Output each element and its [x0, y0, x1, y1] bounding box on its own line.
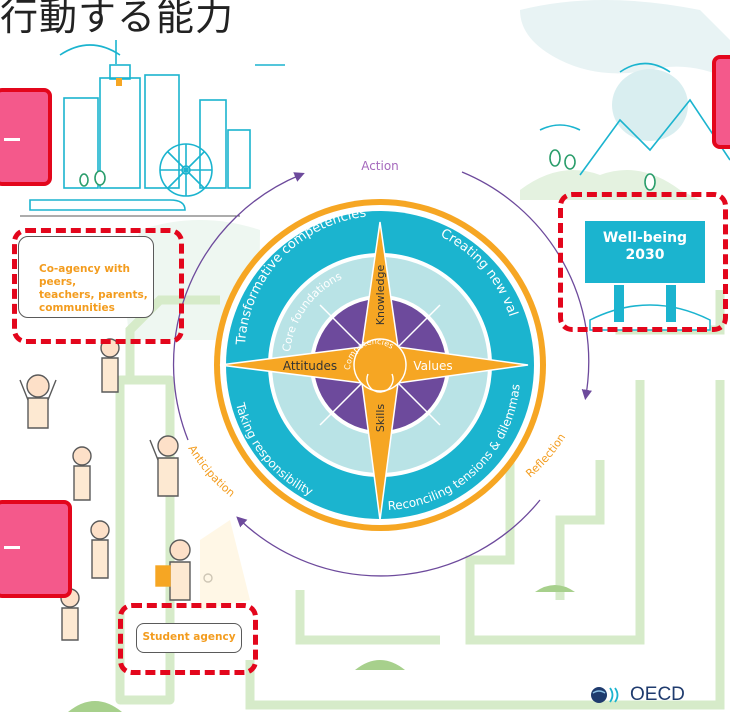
oecd-globe-icon [591, 687, 619, 703]
skills-label: Skills [374, 404, 387, 433]
co-agency-highlight-frame [12, 228, 184, 344]
anticipation-label: Anticipation [185, 443, 237, 500]
attitudes-label: Attitudes [283, 359, 337, 373]
action-label: Action [361, 159, 399, 173]
co-agency-line-1: Co-agency with peers, [39, 263, 130, 288]
reflection-label: Reflection [523, 431, 568, 480]
highlight-box-bottom-left [0, 500, 72, 598]
highlight-box-top-right [712, 55, 730, 149]
values-label: Values [413, 359, 452, 373]
tower-light [116, 78, 122, 86]
co-agency-line-3: communities [39, 302, 115, 314]
student-agency-highlight-frame [118, 603, 258, 675]
learning-compass [214, 199, 546, 531]
well-being-line-2: 2030 [625, 247, 665, 263]
page-heading: 行動する能力 [0, 0, 235, 39]
hills [68, 585, 575, 712]
student-agency-label: Student agency [136, 623, 242, 653]
highlight-box-top-left [0, 88, 52, 186]
co-agency-line-2: teachers, parents, [39, 289, 148, 301]
dash-mark [4, 546, 20, 549]
oecd-logo: OECD [590, 684, 685, 706]
tree-icons [79, 149, 656, 191]
co-agency-bubble: Co-agency with peers, teachers, parents,… [18, 236, 154, 318]
city-skyline-drawing [20, 40, 671, 217]
light-beam [200, 520, 250, 610]
well-being-sign [583, 219, 711, 331]
dash-mark [4, 138, 20, 141]
well-being-highlight-frame [558, 192, 728, 332]
knowledge-label: Knowledge [374, 265, 387, 326]
well-being-line-1: Well-being [602, 230, 688, 246]
people-figures [19, 338, 213, 641]
well-being-sign-text: Well-being 2030 [588, 230, 702, 264]
oecd-logo-text: OECD [630, 684, 685, 705]
